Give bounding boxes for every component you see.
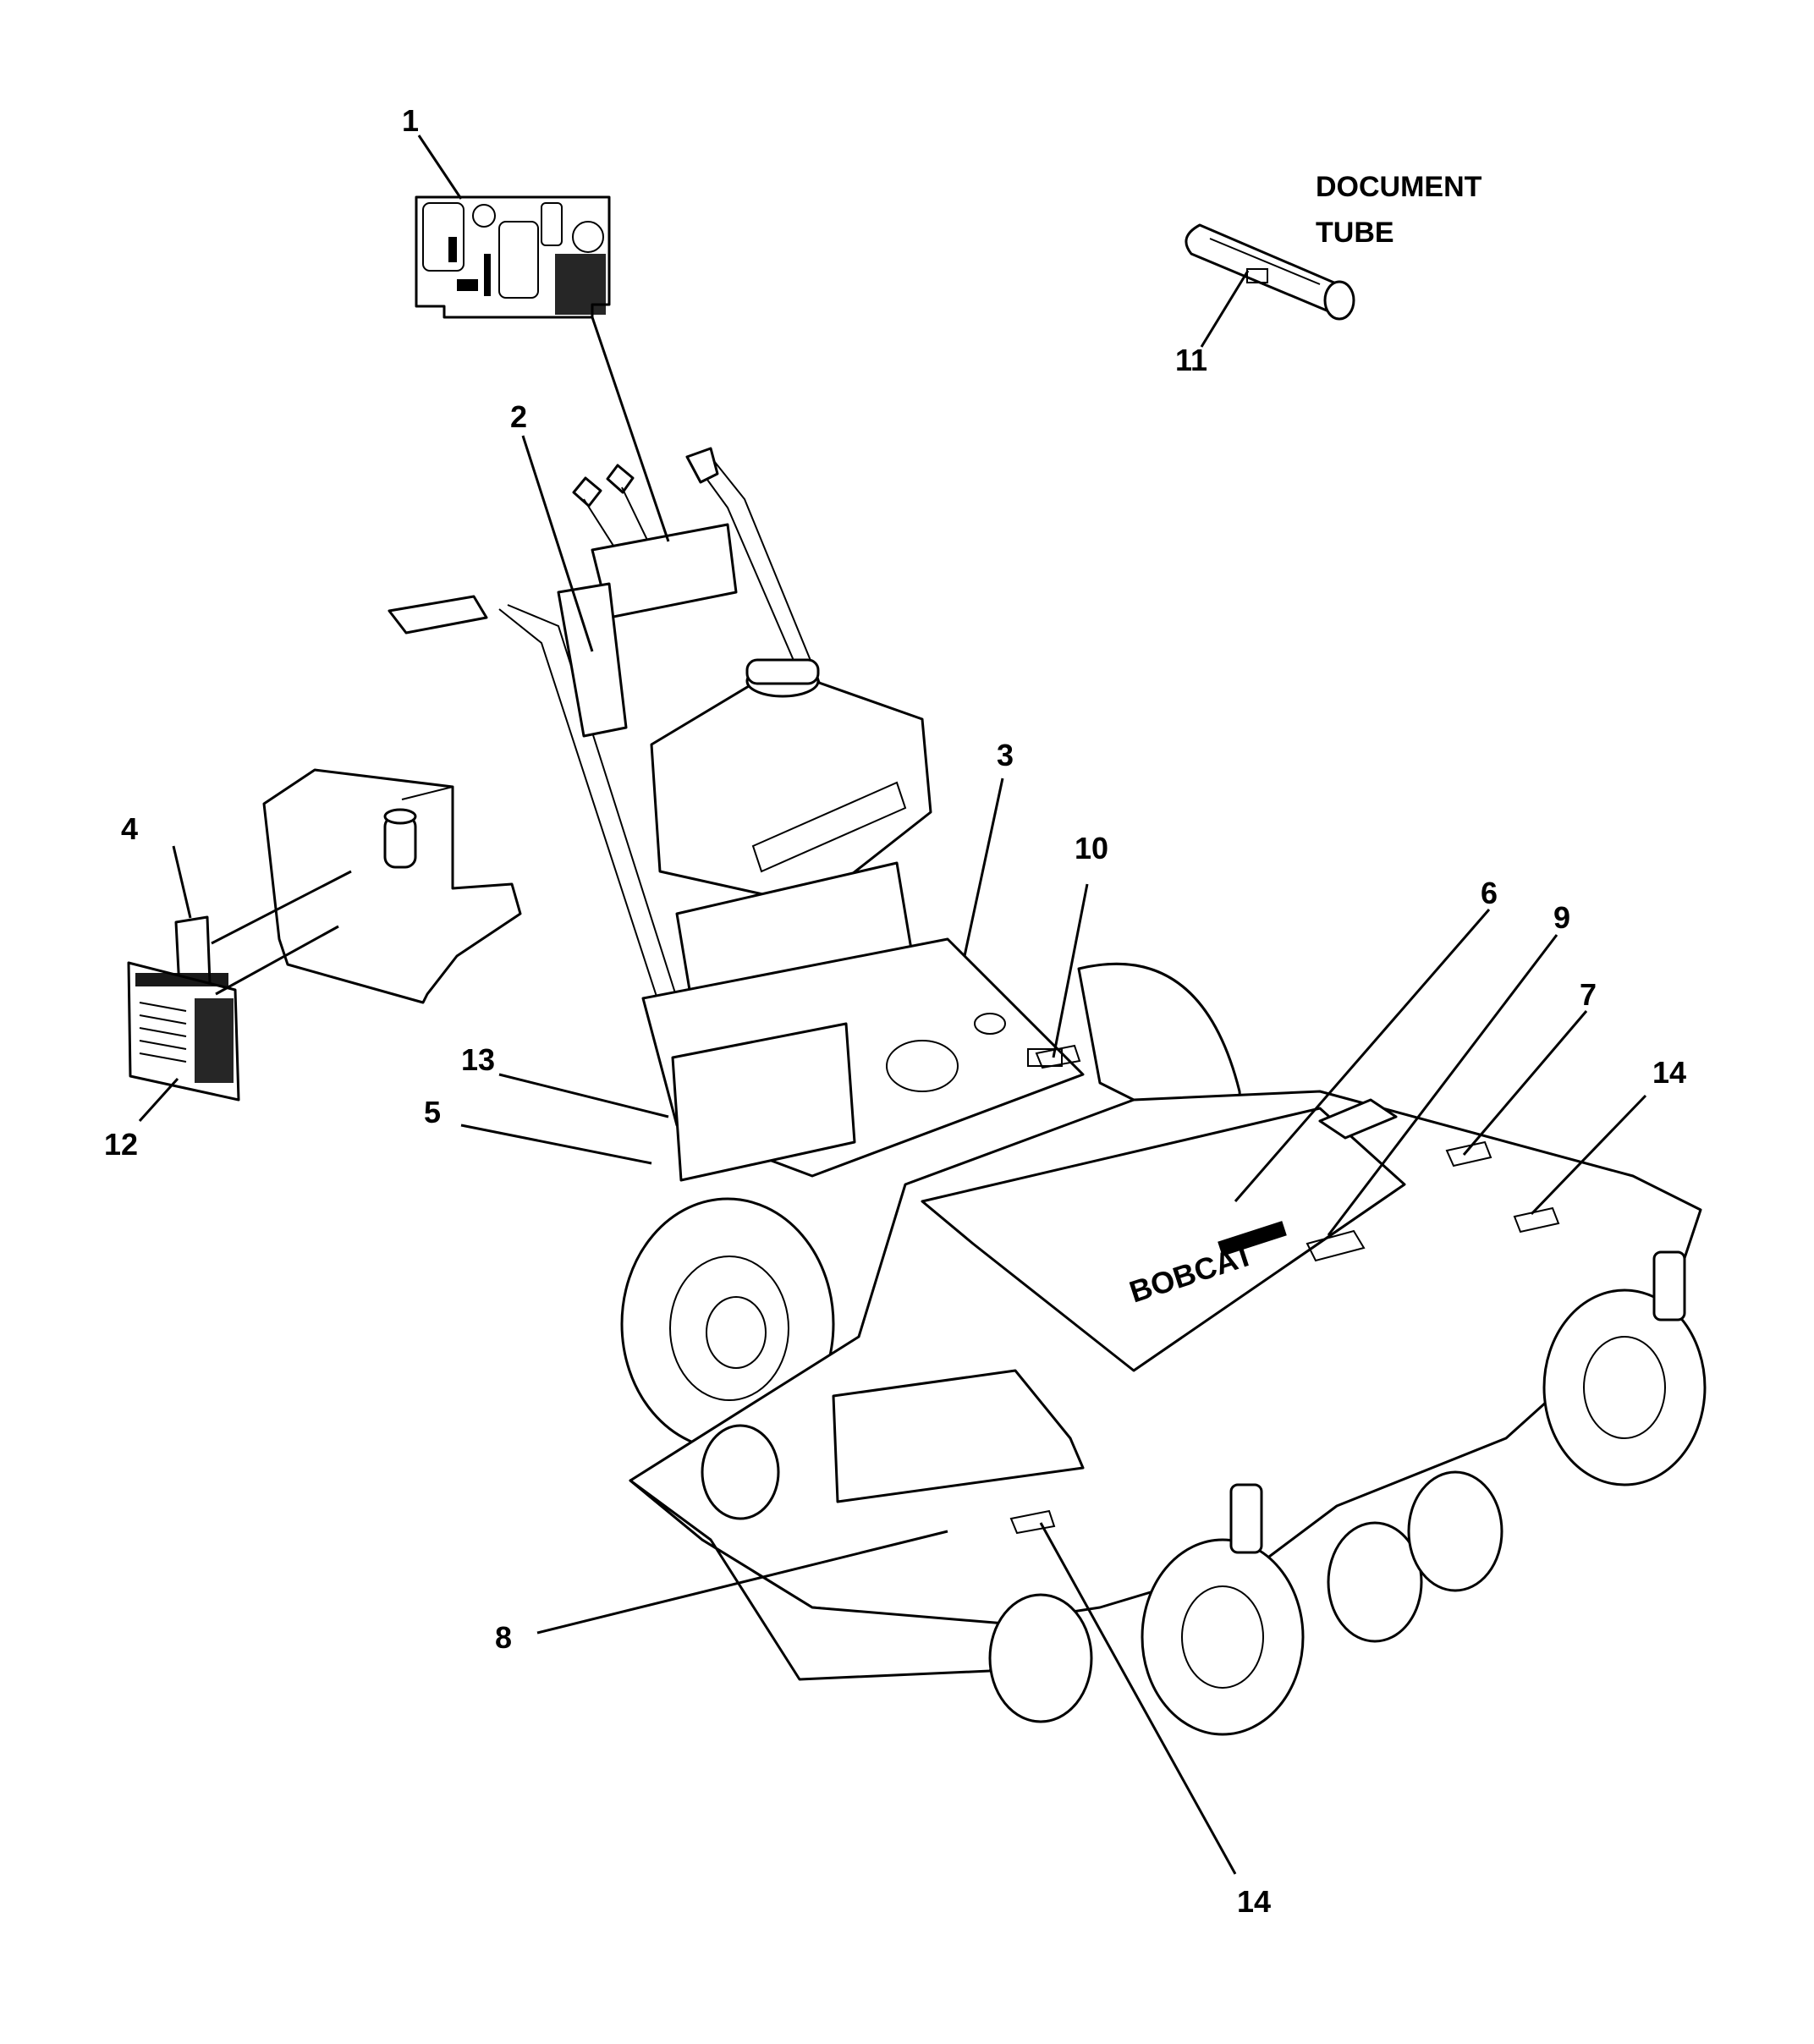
callout-6: 6 [1481, 876, 1498, 910]
callout-4: 4 [121, 811, 138, 846]
document-tube-icon [1185, 223, 1355, 321]
document-tube-label-line2: TUBE [1316, 217, 1394, 249]
callout-9: 9 [1553, 900, 1570, 935]
callout-13: 13 [461, 1042, 495, 1077]
callout-3: 3 [997, 738, 1014, 772]
callout-5: 5 [424, 1095, 441, 1129]
callout-11: 11 [1175, 343, 1207, 377]
callout-12: 12 [104, 1127, 138, 1162]
mower-icon: BOBCAT [388, 447, 1707, 1736]
callout-7: 7 [1580, 977, 1597, 1012]
document-tube-label-line1: DOCUMENT [1316, 171, 1482, 203]
callout-14-lower: 14 [1237, 1884, 1271, 1919]
leader-lines [138, 135, 1647, 1875]
callout-8: 8 [495, 1620, 512, 1655]
callout-14-upper: 14 [1652, 1055, 1686, 1090]
callout-10: 10 [1075, 831, 1108, 865]
fuel-tank-icon [127, 768, 522, 1102]
callout-2: 2 [510, 399, 527, 434]
callout-1: 1 [402, 103, 419, 138]
callout-labels: 1 2 3 4 5 6 7 8 9 10 11 12 13 14 14 DOCU… [104, 103, 1686, 1919]
control-decal-icon [415, 195, 611, 319]
